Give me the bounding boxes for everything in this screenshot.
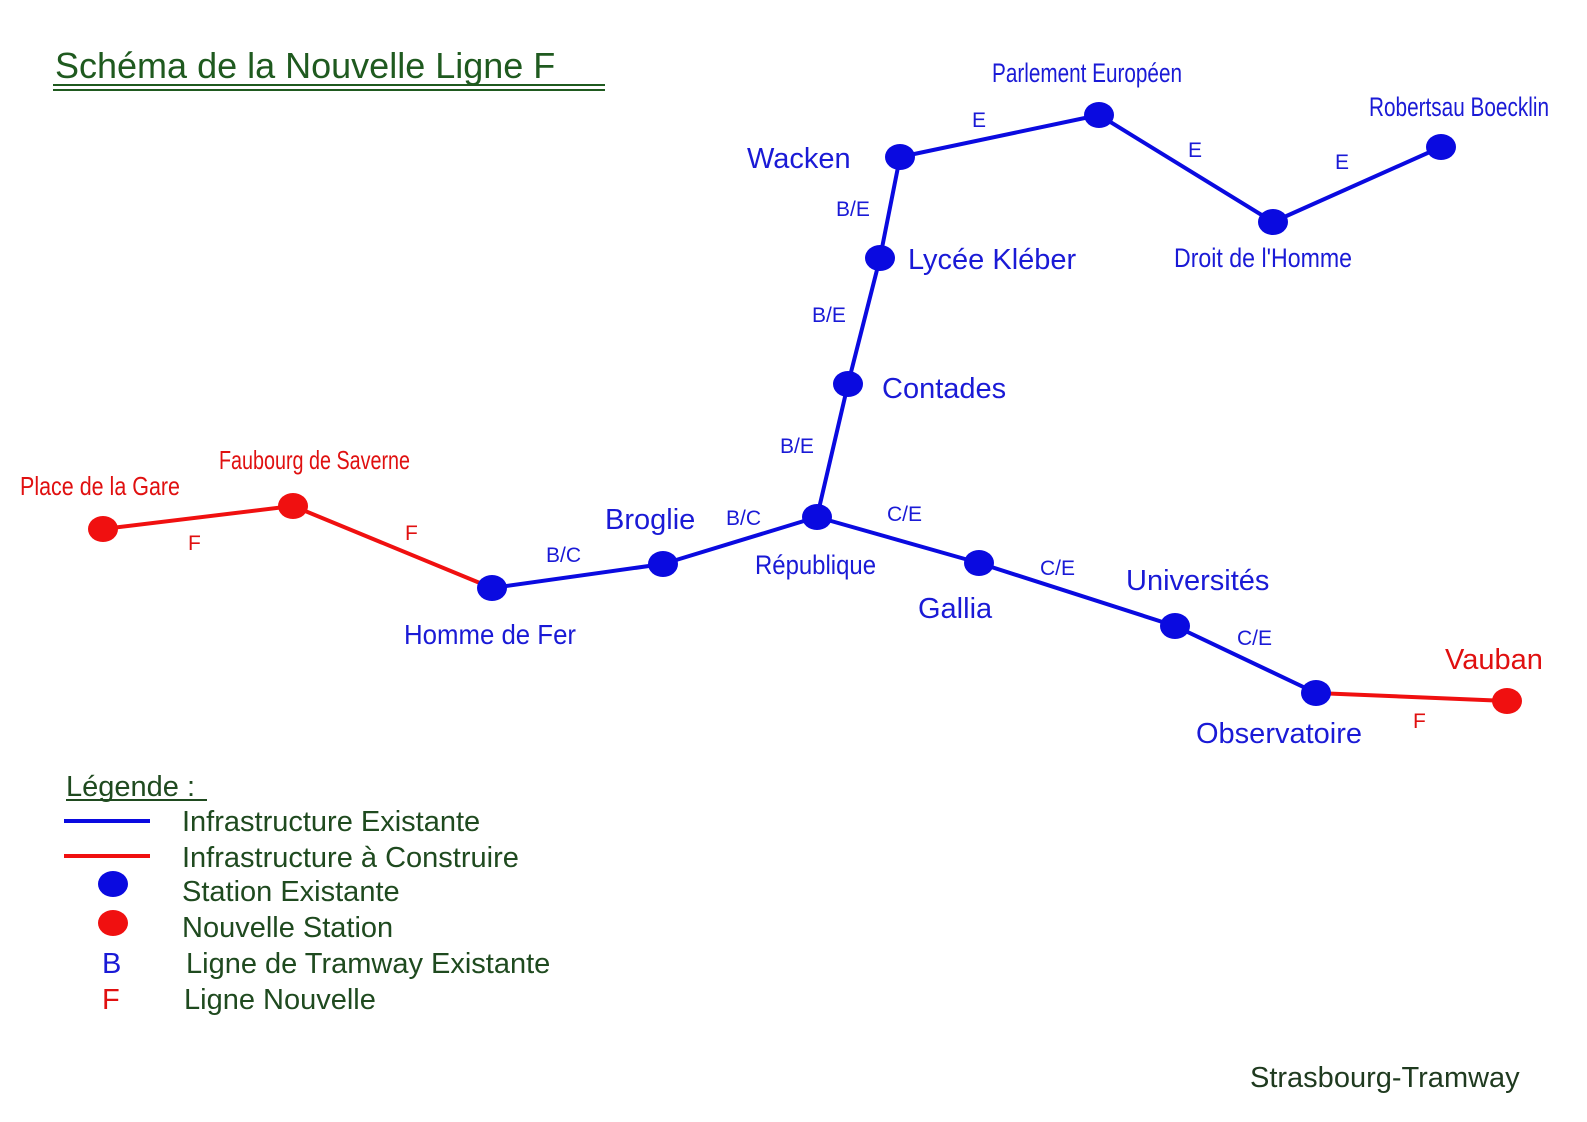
station-label-wacken: Wacken xyxy=(747,143,851,175)
station-dot-vauban xyxy=(1492,688,1522,714)
station-dot-place-de-la-gare xyxy=(88,516,118,542)
legend-new-line-label: Ligne Nouvelle xyxy=(184,984,376,1016)
station-dot-droit-de-l-homme xyxy=(1258,209,1288,235)
legend-new-line-letter: F xyxy=(102,984,120,1016)
station-label-droit-de-l-homme: Droit de l'Homme xyxy=(1174,243,1352,273)
segment-label-broglie-republique: B/C xyxy=(726,507,761,530)
segment-contades-lycee xyxy=(846,256,882,386)
segment-label-wacken-parlement: E xyxy=(972,109,986,132)
segment-label-gare-faubourg: F xyxy=(188,532,201,555)
existing-infrastructure-segments xyxy=(490,113,1443,695)
segment-label-hommefer-broglie: B/C xyxy=(546,544,581,567)
station-dot-broglie xyxy=(648,551,678,577)
station-dot-observatoire xyxy=(1301,680,1331,706)
segment-label-gallia-universites: C/E xyxy=(1040,557,1075,580)
station-dot-republique xyxy=(802,504,832,530)
station-dot-lycee-kleber xyxy=(865,245,895,271)
station-label-gallia: Gallia xyxy=(918,593,993,625)
segment-wacken-parlement xyxy=(898,113,1101,159)
station-dot-homme-de-fer xyxy=(477,575,507,601)
credit-text: Strasbourg-Tramway xyxy=(1250,1062,1520,1094)
diagram-title: Schéma de la Nouvelle Ligne F xyxy=(55,45,555,86)
segment-droit-robertsau xyxy=(1271,145,1443,224)
station-label-broglie: Broglie xyxy=(605,504,695,536)
segment-lycee-wacken xyxy=(878,155,902,260)
new-infrastructure-segments xyxy=(101,504,1509,703)
station-label-observatoire: Observatoire xyxy=(1196,718,1362,750)
segment-republique-contades xyxy=(815,382,850,519)
station-label-parlement-europeen: Parlement Européen xyxy=(992,58,1182,88)
station-label-faubourg-de-saverne: Faubourg de Saverne xyxy=(219,445,410,475)
station-label-place-de-la-gare: Place de la Gare xyxy=(20,471,180,501)
segment-universites-observatoire xyxy=(1173,624,1318,695)
station-dot-universites xyxy=(1160,613,1190,639)
station-label-universites: Universités xyxy=(1126,565,1269,597)
legend-new-station-swatch xyxy=(98,910,128,936)
station-dot-faubourg-de-saverne xyxy=(278,493,308,519)
segment-broglie-republique xyxy=(661,515,819,566)
station-label-contades: Contades xyxy=(882,373,1006,405)
station-dot-contades xyxy=(833,371,863,397)
legend: Légende : Infrastructure Existante Infra… xyxy=(64,771,550,1016)
legend-new-station-label: Nouvelle Station xyxy=(182,912,393,944)
segment-label-observatoire-vauban: F xyxy=(1413,710,1426,733)
segment-observatoire-vauban xyxy=(1314,691,1509,703)
segment-faubourg-hommefer xyxy=(291,504,494,590)
segment-hommefer-broglie xyxy=(490,562,665,590)
station-labels: Place de la Gare Faubourg de Saverne Hom… xyxy=(20,58,1549,750)
station-label-republique: République xyxy=(755,550,876,580)
legend-existing-line-label: Ligne de Tramway Existante xyxy=(186,948,550,980)
segment-gare-faubourg xyxy=(101,504,295,531)
legend-existing-line-letter: B xyxy=(102,948,121,980)
legend-existing-station-label: Station Existante xyxy=(182,876,400,908)
legend-existing-infra-label: Infrastructure Existante xyxy=(182,806,480,838)
segment-label-republique-contades: B/E xyxy=(780,435,814,458)
segment-gallia-universites xyxy=(977,561,1177,628)
stations xyxy=(88,102,1522,714)
segment-labels: F F B/C B/C B/E B/E B/E E E E C/E C/E C/… xyxy=(188,109,1426,733)
segment-label-republique-gallia: C/E xyxy=(887,503,922,526)
station-dot-parlement-europeen xyxy=(1084,102,1114,128)
segment-republique-gallia xyxy=(815,515,981,565)
legend-existing-station-swatch xyxy=(98,871,128,897)
segment-label-droit-robertsau: E xyxy=(1335,151,1349,174)
segment-label-universites-observatoire: C/E xyxy=(1237,627,1272,650)
station-label-robertsau-boecklin: Robertsau Boecklin xyxy=(1369,92,1549,122)
legend-new-infra-label: Infrastructure à Construire xyxy=(182,842,519,874)
station-label-lycee-kleber: Lycée Kléber xyxy=(908,244,1077,276)
legend-heading: Légende : xyxy=(66,771,195,803)
station-dot-wacken xyxy=(885,144,915,170)
station-dot-gallia xyxy=(964,550,994,576)
segment-label-lycee-wacken: B/E xyxy=(836,198,870,221)
station-label-homme-de-fer: Homme de Fer xyxy=(404,619,576,650)
segment-label-faubourg-hommefer: F xyxy=(405,522,418,545)
segment-label-contades-lycee: B/E xyxy=(812,304,846,327)
station-label-vauban: Vauban xyxy=(1445,644,1543,676)
segment-parlement-droit xyxy=(1097,113,1275,224)
segment-label-parlement-droit: E xyxy=(1188,139,1202,162)
station-dot-robertsau-boecklin xyxy=(1426,134,1456,160)
